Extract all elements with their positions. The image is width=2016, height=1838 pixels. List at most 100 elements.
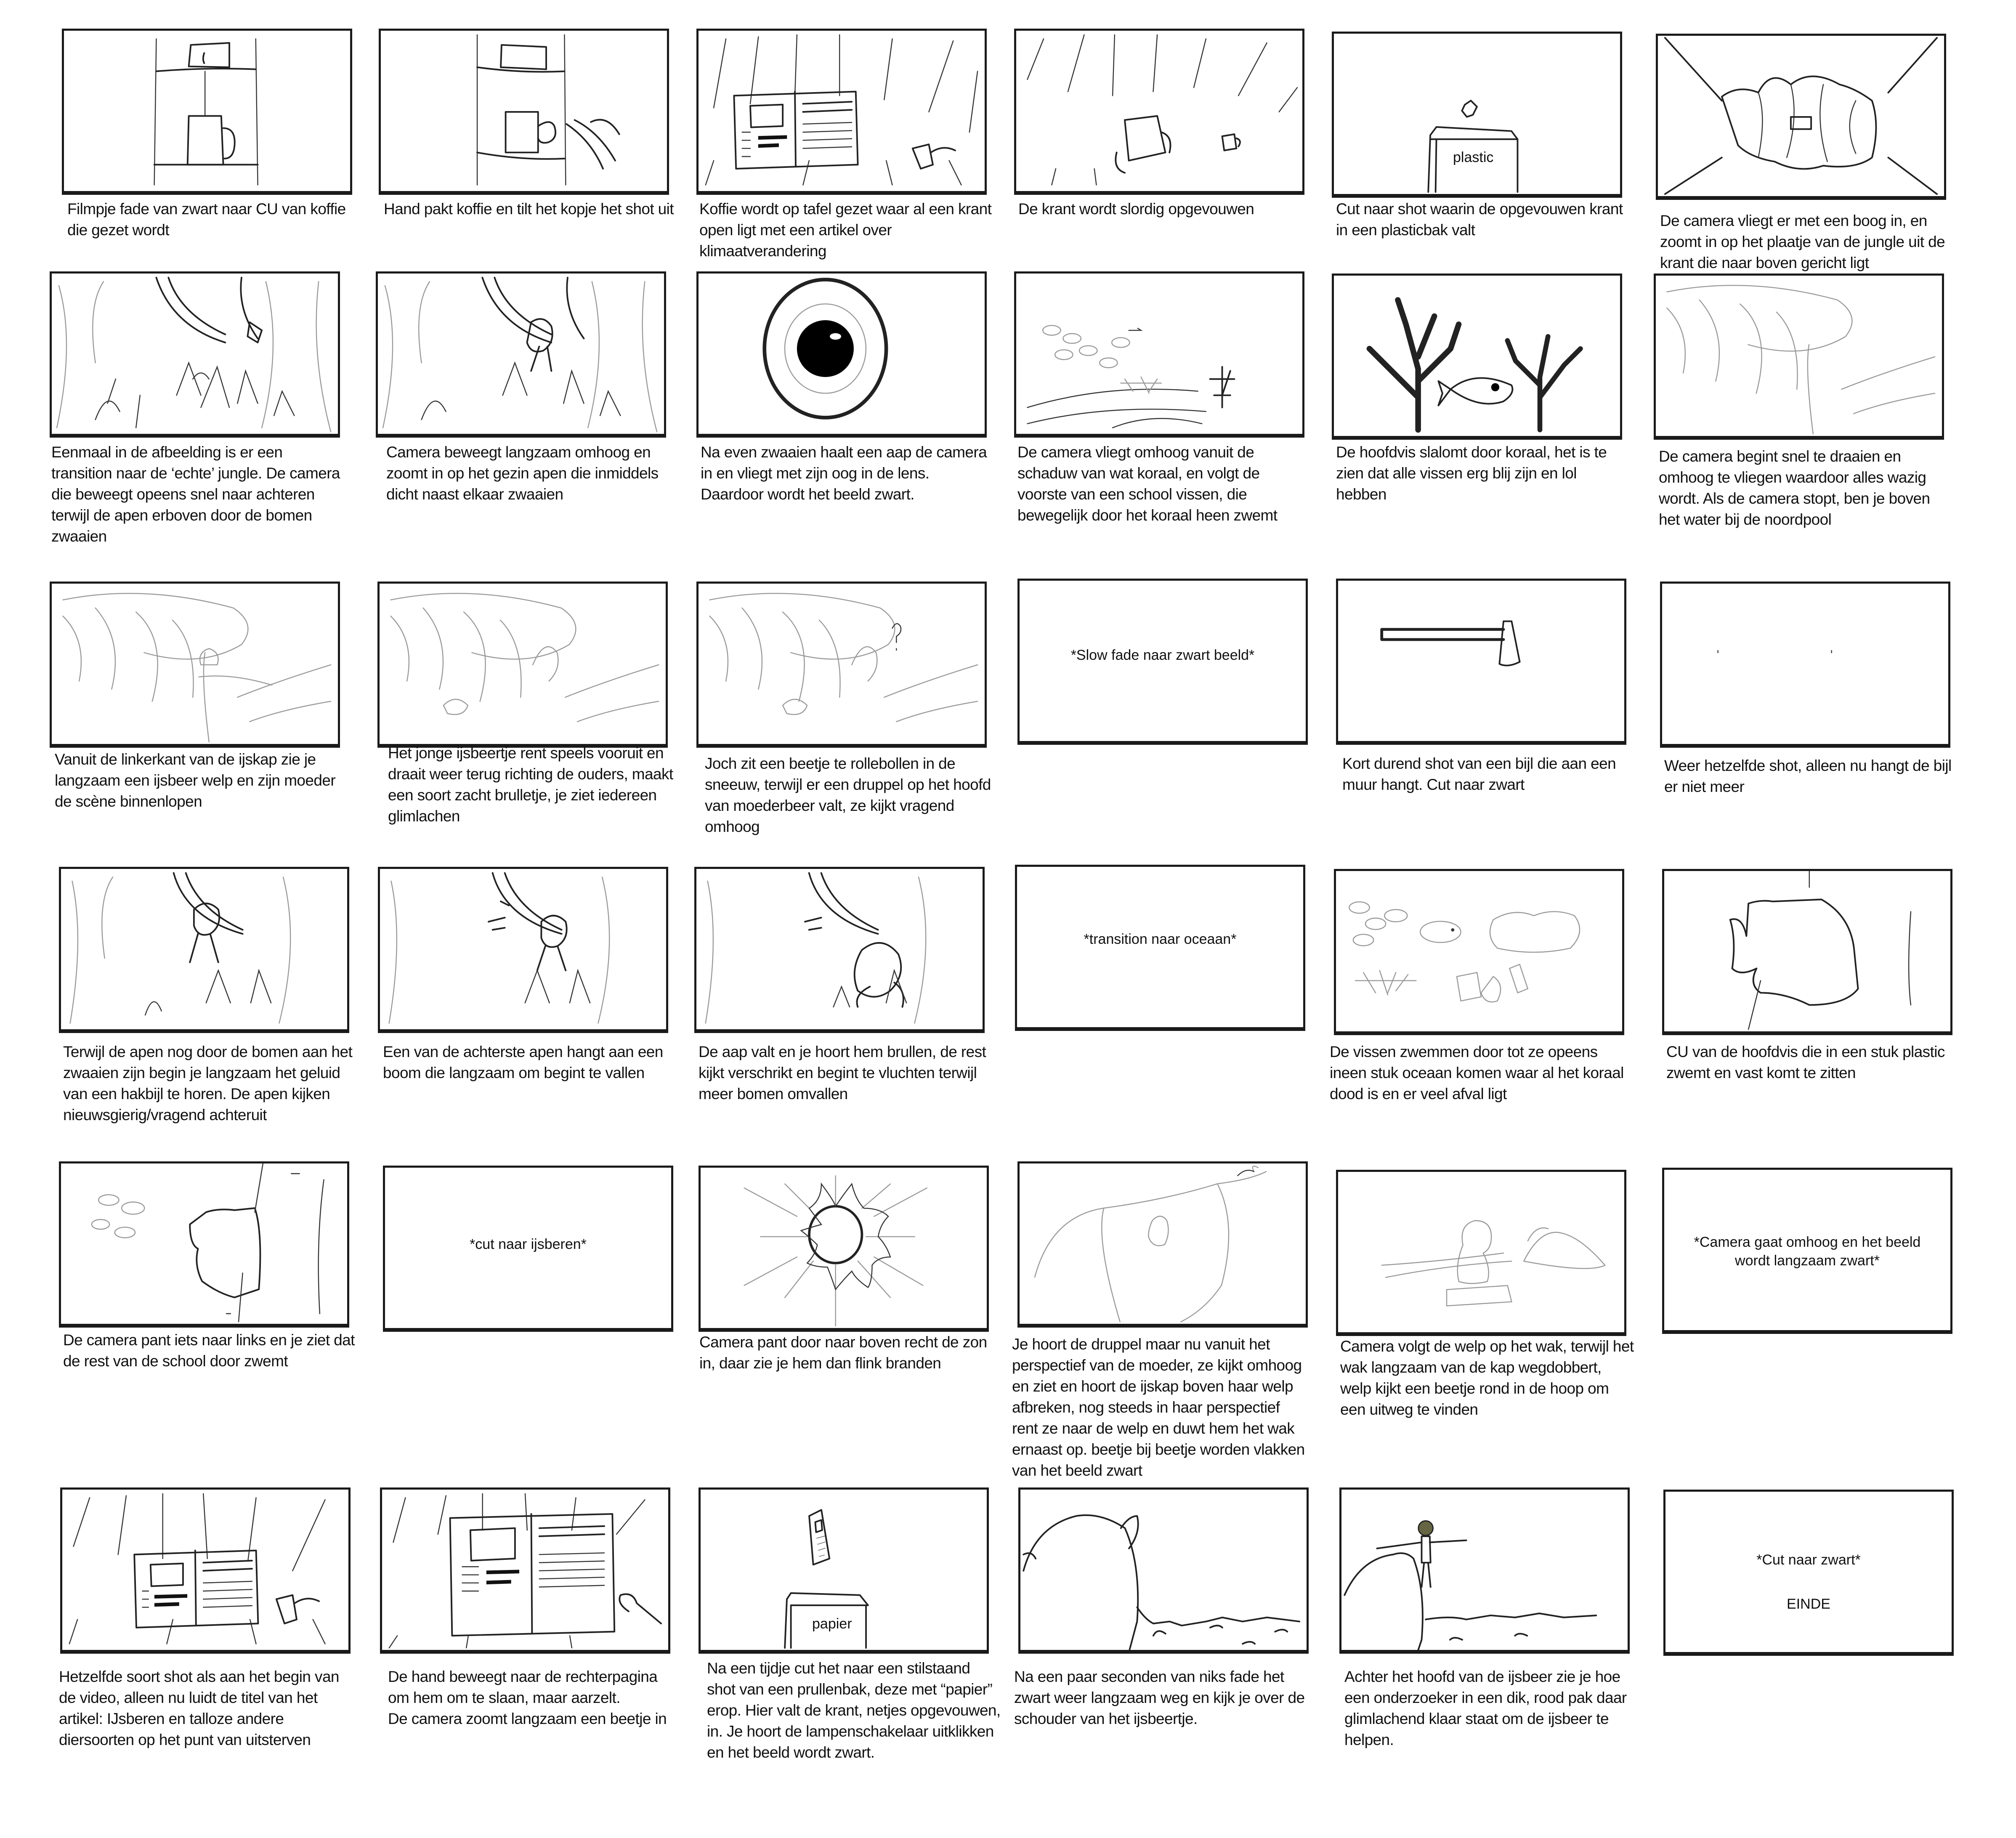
storyboard-frame-ice-cap-cub-runs <box>377 582 668 748</box>
storyboard-frame-dead-coral-trash <box>1334 869 1624 1035</box>
storyboard-frame-slow-fade: *Slow fade naar zwart beeld* <box>1017 579 1308 745</box>
frame-direction-text: *cut naar ijsberen* <box>470 1236 587 1252</box>
storyboard-frame-cut-to-black-end: *Cut naar zwart* EINDE <box>1663 1490 1954 1656</box>
ice-cap-cub-icon <box>390 592 659 722</box>
caption: Je hoort de druppel maar nu vanuit het p… <box>1012 1336 1305 1479</box>
storyboard-frame-mother-pov <box>1017 1161 1308 1328</box>
caption: Hetzelfde soort shot als aan het begin v… <box>59 1668 340 1748</box>
caption: Kort durend shot van een bijl die aan ee… <box>1342 755 1616 793</box>
monkeys-in-tree-icon <box>382 276 658 433</box>
caption: Camera beweegt langzaam omhoog en zoomt … <box>386 444 659 503</box>
caption: De vissen zwemmen door tot ze opeens ine… <box>1330 1043 1624 1102</box>
end-title: EINDE <box>1787 1596 1830 1612</box>
caption: Na even zwaaien haalt een aap de camera … <box>701 444 987 503</box>
bear-head-back-icon <box>1023 1514 1301 1650</box>
frame-direction-text: *Cut naar zwart* <box>1756 1552 1861 1568</box>
ice-cap-drop-icon <box>709 592 978 722</box>
caption: De camera begint snel te draaien en omho… <box>1659 448 1930 528</box>
caption: De camera vliegt omhoog vanuit de schadu… <box>1017 444 1278 524</box>
paper-bin-icon <box>784 1509 869 1649</box>
caption: De hand beweegt naar de rechterpagina om… <box>388 1668 667 1727</box>
caption: De camera pant iets naar links en je zie… <box>63 1331 355 1370</box>
caption: Na een paar seconden van niks fade het z… <box>1014 1668 1305 1727</box>
bin-label: papier <box>812 1616 852 1632</box>
storyboard-frame-fish-school <box>1014 271 1304 438</box>
storyboard-frame-jungle <box>50 271 340 438</box>
eye-icon <box>762 278 888 420</box>
caption: De hoofdvis slalomt door koraal, het is … <box>1336 444 1607 503</box>
caption: Weer hetzelfde shot, alleen nu hangt de … <box>1664 757 1952 795</box>
ice-cap-icon <box>1666 284 1936 435</box>
storyboard-frame-newspaper-table-2 <box>60 1487 351 1654</box>
storyboard-frame-eye <box>696 271 987 438</box>
storyboard-frame-jungle-monkeys <box>376 271 666 438</box>
frame-direction-text: *Slow fade naar zwart beeld* <box>1070 647 1255 663</box>
caption: Cut naar shot waarin de opgevouwen krant… <box>1336 200 1623 239</box>
mother-pov-icon <box>1034 1166 1267 1323</box>
cub-on-floe-icon <box>1381 1220 1606 1307</box>
storyboard-frame-coral-fish <box>1332 274 1622 440</box>
storyboard-frame-ice-cap-drop <box>696 582 987 748</box>
fish-school-icon <box>1027 325 1235 428</box>
caption: Filmpje fade van zwart naar CU van koffi… <box>67 200 346 239</box>
caption: Terwijl de apen nog door de bomen aan he… <box>63 1043 353 1124</box>
storyboard-frame-tree-falling <box>378 867 668 1033</box>
storyboard-frame-hand-takes-coffee <box>379 29 669 195</box>
storyboard-frame-axe-on-wall <box>1336 579 1626 745</box>
caption: Joch zit een beetje te rollebollen in de… <box>705 755 991 835</box>
caption: Camera pant door naar boven recht de zon… <box>699 1333 987 1372</box>
storyboard-frame-crumpled-paper-zoom <box>1656 34 1946 200</box>
caption: Hand pakt koffie en tilt het kopje het s… <box>384 200 674 218</box>
storyboard-frame-newspaper-table <box>696 29 987 195</box>
storyboard-frame-hand-to-page <box>380 1487 670 1654</box>
storyboard-frame-camera-up-fade: *Camera gaat omhoog en het beeld wordt l… <box>1662 1168 1952 1334</box>
ice-cap-bears-icon <box>62 592 332 743</box>
newspaper-icon <box>705 34 978 186</box>
caption: Het jonge ijsbeertje rent speels vooruit… <box>388 744 673 825</box>
caption: Camera volgt de welp op het wak, terwijl… <box>1340 1338 1634 1418</box>
storyboard-frame-ice-cap <box>1654 274 1944 440</box>
monkeys-look-back-icon <box>69 872 291 1024</box>
monkey-falls-icon <box>705 872 927 1024</box>
tree-falling-icon <box>388 872 610 1024</box>
storyboard-frame-fish-in-plastic <box>1662 869 1952 1035</box>
caption: Vanuit de linkerkant van de ijskap zie j… <box>55 751 336 810</box>
crumpled-paper-icon <box>1664 37 1938 195</box>
caption: De aap valt en je hoort hem brullen, de … <box>699 1043 986 1102</box>
sun-icon <box>744 1175 927 1327</box>
hand-cup-icon <box>476 34 620 186</box>
caption: De camera vliegt er met een boog in, en … <box>1660 212 1945 271</box>
frame-direction-text: *Camera gaat omhoog en het beeld wordt l… <box>1694 1234 1921 1269</box>
storyboard-frame-monkeys-look-back <box>59 867 349 1033</box>
dead-coral-icon <box>1349 901 1580 1003</box>
newspaper-icon <box>69 1493 326 1644</box>
researcher-icon <box>1344 1520 1597 1650</box>
frame-direction-text: *transition naar oceaan* <box>1084 931 1237 947</box>
jungle-icon <box>56 276 332 433</box>
storyboard-frame-plastic-bin: plastic <box>1332 32 1622 198</box>
caption: Eenmaal in de afbeelding is er een trans… <box>51 444 340 545</box>
storyboard-frame-newspaper-folded <box>1014 29 1304 195</box>
storyboard-frame-over-shoulder-bear <box>1018 1487 1309 1654</box>
storyboard-frame-cut-to-bears: *cut naar ijsberen* <box>383 1166 673 1332</box>
caption: CU van de hoofdvis die in een stuk plast… <box>1666 1043 1945 1081</box>
school-of-fish-icon <box>91 1163 324 1323</box>
caption: De krant wordt slordig opgevouwen <box>1018 200 1254 218</box>
storyboard-frame-coffee-machine <box>62 29 352 195</box>
storyboard-frame-sun <box>699 1166 989 1332</box>
storyboard-frame-school-swims-on <box>59 1161 349 1328</box>
empty-wall-icon <box>1717 650 1832 653</box>
storyboard-frame-empty-wall <box>1660 582 1950 748</box>
caption: Achter het hoofd van de ijsbeer zie je h… <box>1344 1668 1627 1748</box>
axe-icon <box>1380 620 1521 667</box>
storyboard-frame-ice-cap-bears <box>50 582 340 748</box>
hand-newspaper-icon <box>388 1493 662 1649</box>
storyboard-frame-paper-bin: papier <box>699 1487 989 1654</box>
fish-in-plastic-icon <box>1729 871 1912 1030</box>
storyboard-frame-monkey-falls <box>694 867 985 1033</box>
caption: Koffie wordt op tafel gezet waar al een … <box>699 200 992 260</box>
storyboard-frame-transition-ocean: *transition naar oceaan* <box>1015 865 1305 1031</box>
storyboard-frame-researcher <box>1339 1487 1630 1654</box>
coffee-machine-icon <box>153 38 259 186</box>
bin-label: plastic <box>1453 149 1494 165</box>
